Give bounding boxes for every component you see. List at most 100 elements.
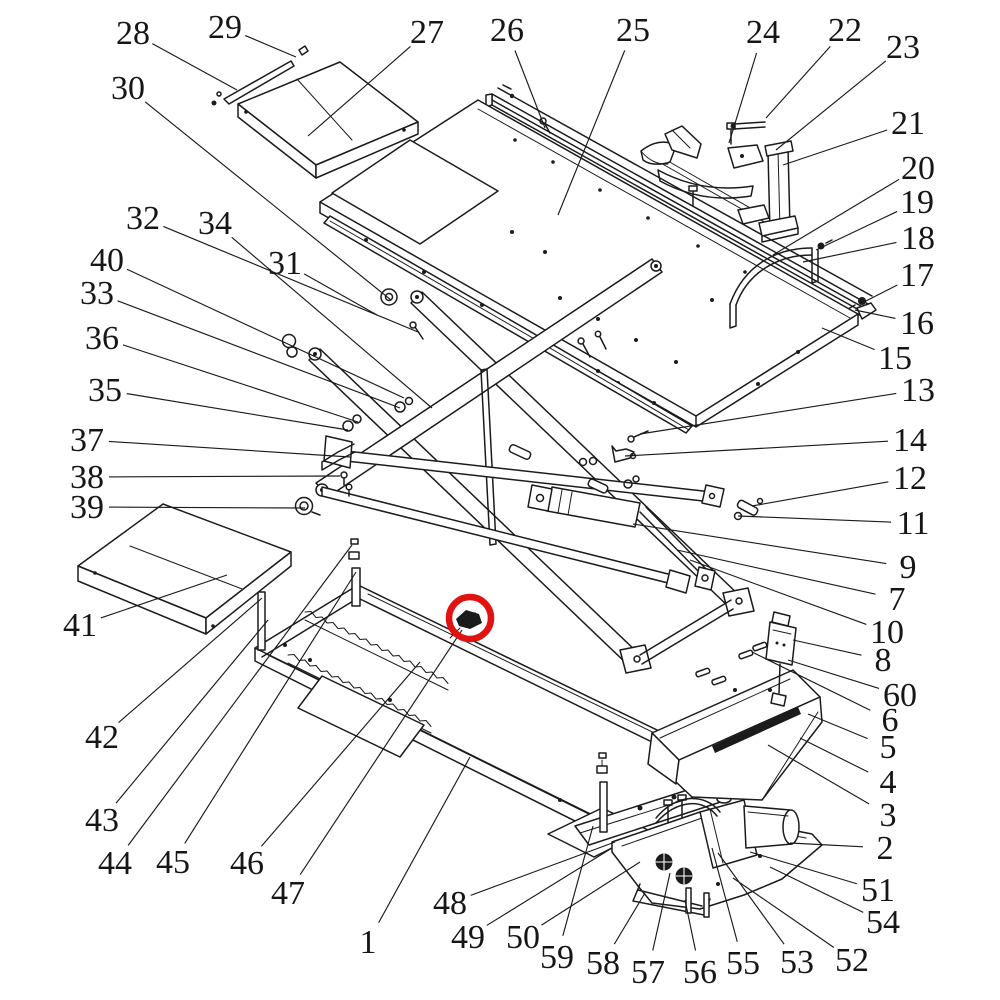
part-label-53: 53 [780,944,814,981]
part-label-51: 51 [861,872,895,909]
leader-line-48 [470,841,616,896]
part-label-2: 2 [877,830,894,867]
leader-line-20 [772,178,900,256]
leader-line-18 [802,241,897,263]
part-label-52: 52 [835,942,869,979]
leader-line-5 [807,713,868,740]
leader-line-22 [765,45,831,119]
leader-line-59 [562,825,594,936]
part-label-6: 6 [882,702,899,739]
part-label-18: 18 [901,220,935,257]
part-label-56: 56 [683,954,717,991]
leader-line-39 [108,506,306,509]
part-label-23: 23 [886,29,920,66]
part-label-33: 33 [80,275,114,312]
part-label-38: 38 [70,459,104,496]
leader-line-21 [782,129,888,166]
leader-line-30 [144,101,392,301]
highlighted-part [449,610,482,639]
leader-line-33 [117,300,401,409]
leader-line-9 [632,523,887,565]
ramp-bottom-left [77,503,292,635]
part-label-13: 13 [901,372,935,409]
part-label-7: 7 [889,581,906,618]
part-label-44: 44 [98,845,132,882]
part-label-28: 28 [116,15,150,52]
part-label-47: 47 [271,875,305,912]
leader-line-55 [711,847,738,942]
part-label-32: 32 [126,200,160,237]
part-label-31: 31 [268,245,302,282]
leader-line-57 [652,872,671,951]
leader-line-17 [863,284,898,303]
leader-line-8 [792,639,862,656]
leader-line-3 [767,744,870,805]
leader-line-16 [854,309,896,320]
leader-line-45 [184,571,357,844]
leader-line-14 [624,440,889,457]
part-label-49: 49 [451,919,485,956]
part-label-58: 58 [586,945,620,982]
leader-line-25 [557,50,626,216]
leader-line-51 [749,851,858,885]
part-label-40: 40 [90,242,124,279]
part-label-25: 25 [616,12,650,49]
part-label-14: 14 [893,422,927,459]
leader-line-31 [303,273,378,316]
leader-line-2 [789,842,864,848]
part-label-16: 16 [900,305,934,342]
highlight-circle [445,593,495,643]
leader-line-60 [787,659,880,689]
part-label-43: 43 [85,802,119,839]
leader-line-38 [108,475,341,478]
leader-line-54 [769,866,864,913]
part-label-41: 41 [63,607,97,644]
part-label-29: 29 [208,9,242,46]
leader-line-12 [751,481,889,507]
leader-line-40 [126,268,405,399]
leader-line-36 [122,344,359,423]
highlight-ring-layer [445,593,495,643]
part-label-27: 27 [410,14,444,51]
leader-line-58 [613,892,646,945]
part-label-34: 34 [198,205,232,242]
part-label-59: 59 [540,939,574,976]
part-label-11: 11 [897,505,930,542]
part-label-26: 26 [490,12,524,49]
part-label-5: 5 [880,729,897,766]
part-label-54: 54 [866,904,900,941]
wheel-chock-assembly [640,121,799,243]
hydraulic-cylinder [527,484,716,591]
part-label-19: 19 [900,184,934,221]
cover-box [647,669,823,801]
leader-line-53 [717,852,785,945]
leader-line-24 [728,52,758,144]
leader-line-4 [799,737,869,773]
handle-bar [729,239,833,329]
part-label-35: 35 [88,372,122,409]
leader-line-23 [775,60,887,151]
leader-line-43 [115,619,269,804]
ramp-top-left [211,45,419,179]
leader-line-37 [108,440,351,458]
leader-line-35 [126,393,349,431]
leader-line-27 [307,46,411,137]
part-label-55: 55 [726,945,760,982]
part-label-24: 24 [746,14,780,51]
leader-line-34 [231,236,433,409]
leader-line-29 [245,35,297,58]
leader-line-13 [639,392,897,435]
diagram-artwork [77,45,877,918]
part-label-22: 22 [828,12,862,49]
leader-line-47 [299,629,463,875]
leader-line-1 [378,756,471,924]
leader-line-15 [821,327,875,351]
part-label-57: 57 [631,954,665,991]
leader-line-50 [541,861,641,926]
part-label-17: 17 [900,257,934,294]
part-label-60: 60 [883,677,917,714]
part-label-36: 36 [85,320,119,357]
part-label-46: 46 [230,845,264,882]
